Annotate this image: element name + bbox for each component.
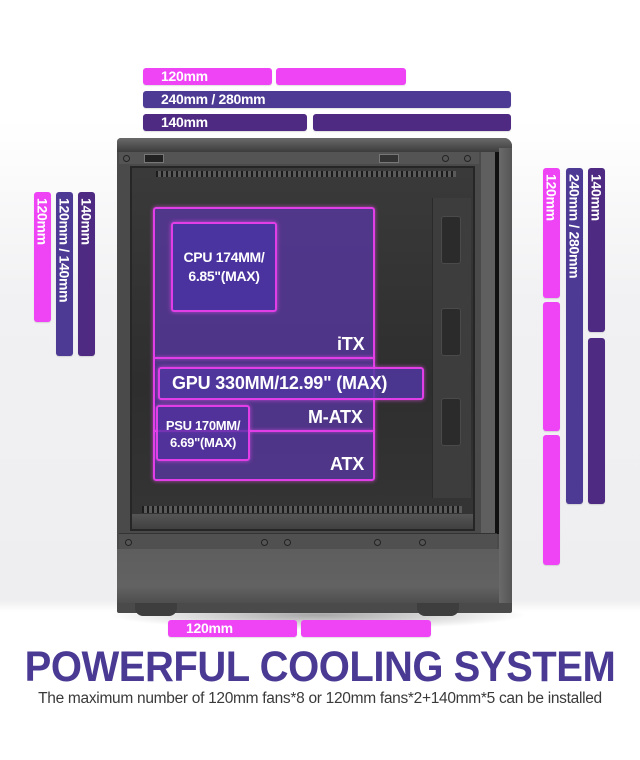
case-top-rail — [119, 152, 479, 164]
rear-fan-120mm-bar: 120mm — [34, 192, 51, 322]
front-fan-120mm-label: 120mm — [543, 174, 560, 221]
cpu-clearance-line2: 6.85"(MAX) — [188, 268, 260, 284]
top-fan-120mm-bar-2 — [276, 68, 406, 85]
rear-fan-140mm-bar: 140mm — [78, 192, 95, 356]
front-fan-120mm-bar-3 — [543, 435, 560, 565]
bottom-fan-120mm-bar-2 — [301, 620, 431, 637]
psu-vent — [142, 506, 462, 513]
front-fan-140mm-label: 140mm — [588, 174, 605, 221]
psu-clearance-line1: PSU 170MM/ — [165, 418, 241, 433]
cable-cutout — [441, 308, 461, 356]
cpu-clearance-box: CPU 174MM/ 6.85"(MAX) — [171, 222, 277, 312]
top-fan-240-280mm-bar: 240mm / 280mm — [143, 91, 511, 108]
gpu-clearance-text: GPU 330MM/12.99" (MAX) — [172, 373, 388, 393]
case-foot-right — [417, 603, 459, 616]
cable-cutout — [441, 398, 461, 446]
headline: POWERFUL COOLING SYSTEM — [24, 643, 616, 691]
cpu-clearance-line1: CPU 174MM/ — [183, 249, 265, 265]
screw — [464, 155, 471, 162]
top-fan-140mm-bar-1: 140mm — [143, 114, 307, 131]
cable-cutout — [441, 216, 461, 264]
drive-bay-panel — [432, 198, 471, 498]
top-fan-120mm-bar-1: 120mm — [143, 68, 272, 85]
screw — [123, 155, 130, 162]
front-fan-140mm-bar-2 — [588, 338, 605, 504]
matx-label: M-ATX — [308, 407, 363, 427]
rear-fan-120-140mm-label: 120mm / 140mm — [56, 198, 73, 303]
front-fan-120mm-bar-1: 120mm — [543, 168, 560, 298]
case-foot-left — [135, 603, 177, 616]
gpu-clearance-box: GPU 330MM/12.99" (MAX) — [158, 367, 424, 400]
rear-fan-140mm-label: 140mm — [78, 198, 95, 245]
screw — [419, 539, 426, 546]
bottom-rail — [119, 533, 497, 550]
itx-boundary-line — [155, 357, 374, 359]
screw — [261, 539, 268, 546]
screw — [284, 539, 291, 546]
case-base — [117, 549, 499, 603]
top-vent — [156, 171, 456, 177]
psu-clearance-line2: 6.69"(MAX) — [169, 435, 236, 450]
atx-label: ATX — [330, 454, 365, 474]
matx-boundary-line — [155, 430, 374, 432]
front-edge — [495, 152, 499, 534]
front-panel — [499, 148, 512, 603]
front-fan-120mm-bar-2 — [543, 302, 560, 431]
io-slot — [144, 154, 164, 163]
itx-label: iTX — [337, 334, 365, 354]
front-fan-240-280mm-label: 240mm / 280mm — [566, 174, 583, 279]
subheadline: The maximum number of 120mm fans*8 or 12… — [38, 690, 602, 707]
case-top-panel — [117, 138, 512, 152]
rear-fan-120-140mm-bar: 120mm / 140mm — [56, 192, 73, 356]
front-pillar — [481, 152, 495, 534]
io-slot — [379, 154, 399, 163]
screw — [374, 539, 381, 546]
rear-fan-120mm-label: 120mm — [34, 198, 51, 245]
psu-shroud — [132, 514, 473, 529]
screw — [125, 539, 132, 546]
front-fan-140mm-bar-1: 140mm — [588, 168, 605, 332]
bottom-fan-120mm-bar-1: 120mm — [168, 620, 297, 637]
top-fan-140mm-bar-2 — [313, 114, 511, 131]
psu-clearance-box: PSU 170MM/ 6.69"(MAX) — [156, 405, 250, 461]
screw — [442, 155, 449, 162]
front-fan-240-280mm-bar: 240mm / 280mm — [566, 168, 583, 504]
